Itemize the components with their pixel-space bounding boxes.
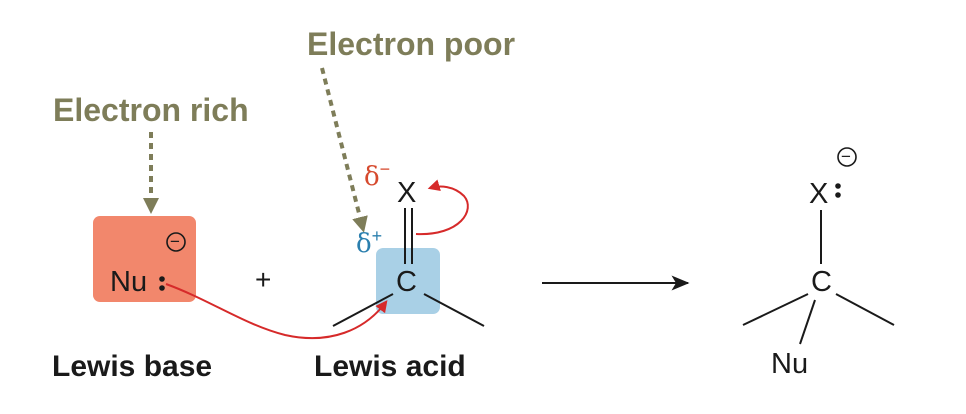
product-negative-sign: − — [841, 147, 851, 166]
nu-lone-pair-dot-top — [159, 276, 165, 282]
product-c-left-bond — [742, 293, 809, 326]
c-right-substituent-bond — [423, 293, 485, 327]
nu-to-carbon-curved-arrow — [165, 283, 388, 340]
c-left-substituent-bond — [332, 293, 394, 327]
reactant-x-atom: X — [397, 177, 417, 209]
product-negative-charge-circle — [837, 147, 857, 167]
product-nu-atom: Nu — [771, 348, 809, 380]
electron-poor-pointer-arrow — [320, 67, 368, 233]
product-x-atom: X — [809, 178, 829, 210]
product-x-lone-pair-dot-bottom — [835, 192, 841, 198]
electron-poor-label: Electron poor — [307, 26, 516, 62]
nucleophile-atom: Nu — [110, 266, 148, 298]
plus-sign: + — [255, 264, 272, 295]
nu-highlight-box — [93, 216, 196, 302]
reactant-c-atom: C — [396, 266, 417, 298]
product-c-right-bond — [835, 293, 895, 326]
electron-rich-label: Electron rich — [53, 92, 249, 128]
product-x-lone-pair-dot-top — [835, 183, 841, 189]
pi-bond-to-x-curved-arrow — [415, 179, 469, 236]
product-c-nu-bond — [799, 299, 816, 345]
delta-minus-label: δ− — [364, 159, 391, 192]
nu-negative-charge-circle — [166, 232, 186, 252]
carbon-highlight-box — [376, 248, 440, 314]
delta-plus-label: δ+ — [356, 226, 383, 259]
nu-lone-pair-dot-bottom — [159, 285, 165, 291]
lewis-base-label: Lewis base — [52, 350, 213, 383]
lewis-acid-label: Lewis acid — [314, 350, 466, 383]
nu-negative-sign: − — [170, 232, 180, 251]
product-c-atom: C — [811, 266, 832, 298]
